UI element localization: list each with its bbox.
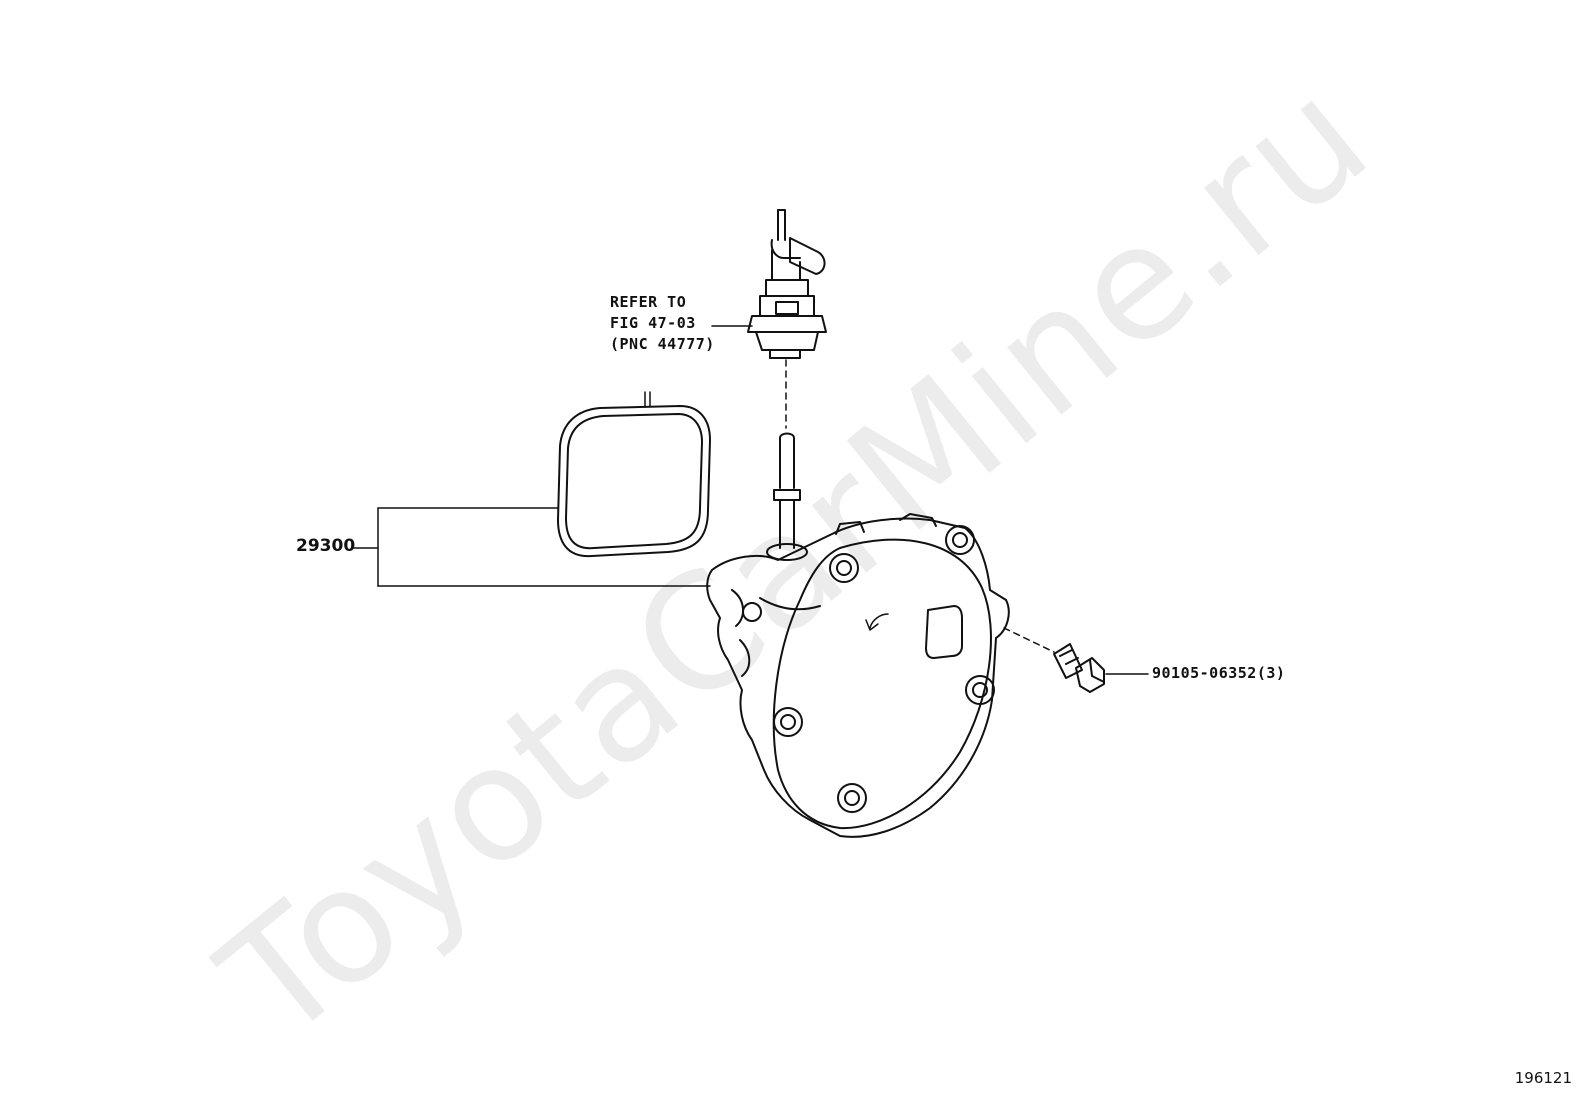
illustration-id: 196121 <box>1514 1069 1572 1087</box>
vacuum-pump[interactable] <box>706 432 1010 838</box>
sensor-reference-label: REFER TO FIG 47-03 (PNC 44777) <box>610 292 715 355</box>
sensor-reference-line-1: REFER TO <box>610 293 687 311</box>
sensor-reference-line-2: FIG 47-03 <box>610 314 696 332</box>
assembly-bracket <box>353 507 711 587</box>
bolt-part-number[interactable]: 90105-06352(3) <box>1152 664 1286 682</box>
sensor-reference-line-3: (PNC 44777) <box>610 335 715 353</box>
pump-assembly-part-number[interactable]: 29300 <box>296 536 356 556</box>
vacuum-sensor[interactable] <box>747 209 827 359</box>
bolt[interactable] <box>1003 627 1105 693</box>
gasket[interactable] <box>557 391 711 558</box>
